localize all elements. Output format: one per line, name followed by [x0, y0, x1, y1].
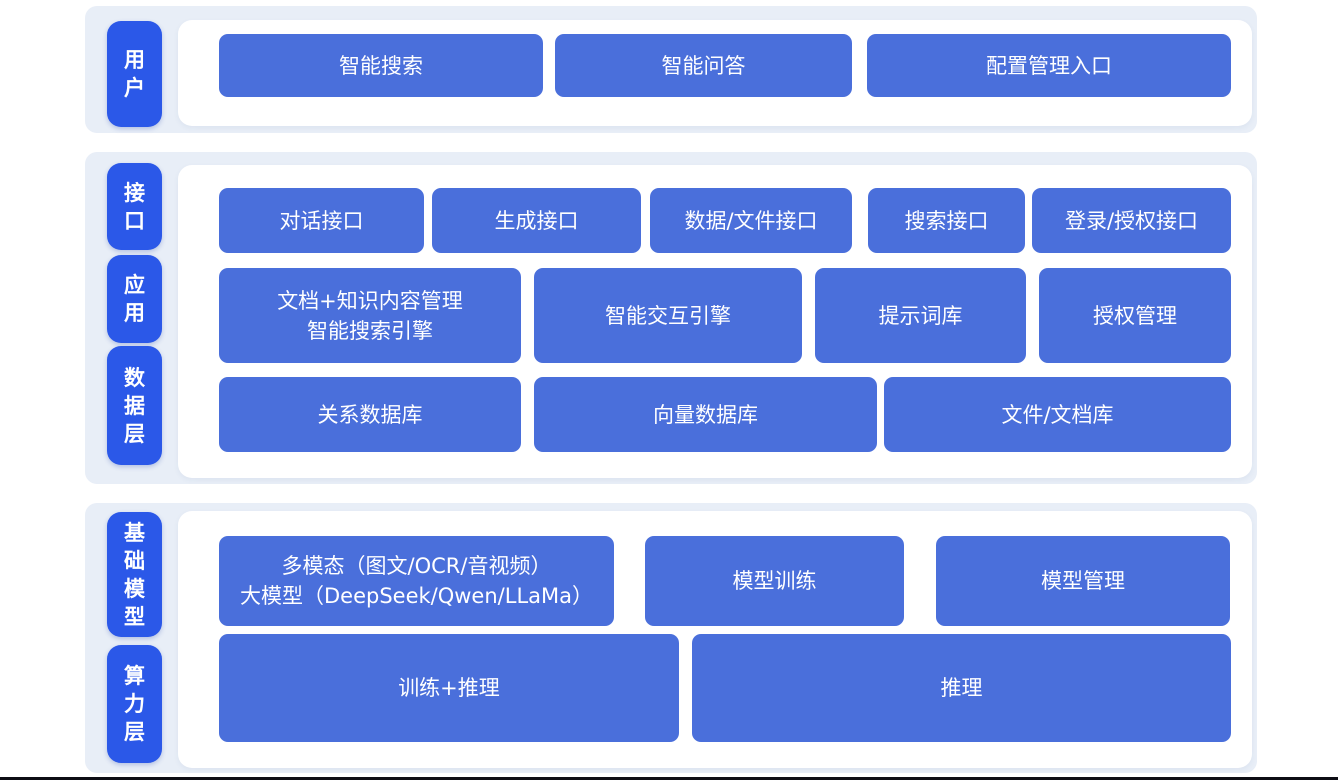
block-label: 智能交互引擎	[605, 303, 731, 328]
layer-pill-foundation-model: 基础模型	[107, 512, 162, 637]
layer-label: 算力层	[124, 664, 145, 744]
block-label-line2: 智能搜索引擎	[307, 318, 433, 343]
block-file-document-store: 文件/文档库	[884, 377, 1231, 452]
layer-section-interface-app-data: 接口 应用 数据层 对话接口 生成接口 数据/文件接口 搜索接口 登录/授权接口	[85, 152, 1257, 484]
block-label: 提示词库	[878, 303, 963, 328]
block-generation-api: 生成接口	[432, 188, 641, 253]
block-label-line1: 多模态（图文/OCR/音视频）	[281, 554, 552, 578]
block-label: 对话接口	[279, 208, 364, 233]
block-vector-database: 向量数据库	[534, 377, 877, 452]
block-label: 配置管理入口	[986, 53, 1112, 78]
bottom-divider	[0, 777, 1338, 780]
block-label: 关系数据库	[317, 402, 423, 427]
layer-pill-user: 用户	[107, 21, 162, 127]
block-label-line1: 文档+知识内容管理	[277, 288, 463, 313]
block-label: 训练+推理	[398, 676, 500, 700]
layer-label: 接口	[124, 180, 145, 233]
block-label: 生成接口	[494, 208, 579, 233]
block-label: 智能问答	[661, 53, 746, 78]
block-label: 模型训练	[732, 569, 817, 593]
block-label: 推理	[940, 676, 983, 700]
block-multimodal-llm: 多模态（图文/OCR/音视频） 大模型（DeepSeek/Qwen/LLaMa）	[219, 536, 614, 626]
layer-pill-application: 应用	[107, 255, 162, 343]
block-label: 模型管理	[1041, 569, 1125, 593]
layer-pill-compute: 算力层	[107, 645, 162, 763]
layer-pill-data: 数据层	[107, 346, 162, 465]
block-training-inference: 训练+推理	[219, 634, 679, 742]
block-label: 授权管理	[1093, 303, 1177, 328]
block-data-file-api: 数据/文件接口	[650, 188, 852, 253]
block-login-auth-api: 登录/授权接口	[1032, 188, 1231, 253]
layer-label: 基础模型	[124, 520, 145, 629]
block-intelligent-qa: 智能问答	[555, 34, 852, 97]
panel-interface-app-data: 对话接口 生成接口 数据/文件接口 搜索接口 登录/授权接口 文档+知识内容管理…	[178, 165, 1252, 478]
block-label: 登录/授权接口	[1064, 208, 1199, 233]
panel-model-compute: 多模态（图文/OCR/音视频） 大模型（DeepSeek/Qwen/LLaMa）…	[178, 511, 1252, 768]
block-config-management-entry: 配置管理入口	[867, 34, 1231, 97]
block-label: 搜索接口	[904, 208, 989, 233]
layer-section-user: 用户 智能搜索 智能问答 配置管理入口	[85, 6, 1257, 133]
block-model-training: 模型训练	[645, 536, 904, 626]
layer-pill-interface: 接口	[107, 163, 162, 250]
block-intelligent-search: 智能搜索	[219, 34, 543, 97]
block-prompt-library: 提示词库	[815, 268, 1026, 363]
block-label: 文件/文档库	[1001, 402, 1114, 427]
block-label-line2: 大模型（DeepSeek/Qwen/LLaMa）	[239, 584, 593, 608]
panel-user: 智能搜索 智能问答 配置管理入口	[178, 20, 1252, 126]
block-interaction-engine: 智能交互引擎	[534, 268, 802, 363]
block-authorization-management: 授权管理	[1039, 268, 1231, 363]
block-search-api: 搜索接口	[868, 188, 1025, 253]
block-doc-knowledge-search-engine: 文档+知识内容管理 智能搜索引擎	[219, 268, 521, 363]
block-relational-database: 关系数据库	[219, 377, 521, 452]
block-label: 智能搜索	[339, 53, 423, 78]
layer-label: 数据层	[124, 365, 145, 446]
block-inference: 推理	[692, 634, 1231, 742]
layer-label: 用户	[124, 48, 145, 100]
layer-section-model-compute: 基础模型 算力层 多模态（图文/OCR/音视频） 大模型（DeepSeek/Qw…	[85, 503, 1257, 773]
block-label: 数据/文件接口	[684, 208, 818, 233]
block-model-management: 模型管理	[936, 536, 1230, 626]
layer-label: 应用	[124, 273, 145, 325]
block-label: 向量数据库	[653, 402, 758, 427]
block-dialog-api: 对话接口	[219, 188, 424, 253]
